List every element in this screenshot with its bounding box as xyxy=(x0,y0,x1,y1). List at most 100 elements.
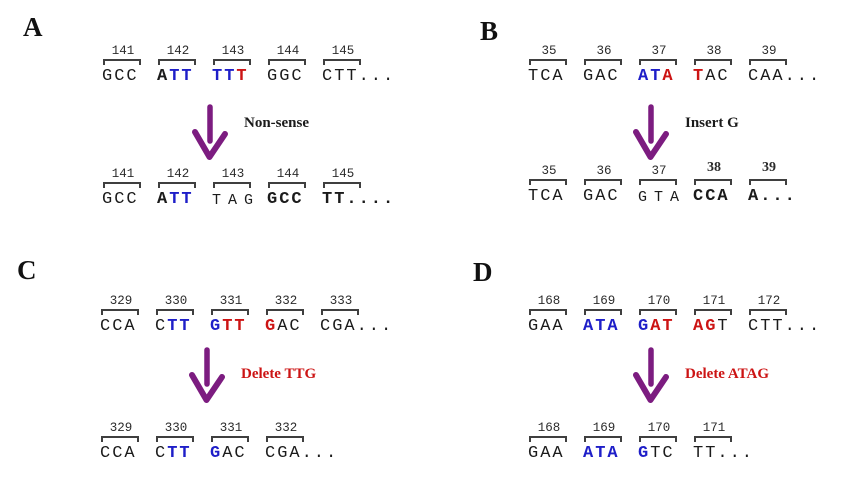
codon-bracket-icon xyxy=(639,309,677,315)
codon-bracket-icon xyxy=(694,309,732,315)
mutation-arrow-block: Delete ATAG xyxy=(629,347,769,407)
codon-bracket-icon xyxy=(749,179,787,185)
codon-sequence: ATA xyxy=(583,444,620,463)
codon-number: 331 xyxy=(219,421,243,435)
codon-number: 36 xyxy=(596,44,612,58)
codon-number: 143 xyxy=(221,44,245,58)
codon-number: 144 xyxy=(276,44,300,58)
codon-bracket-icon xyxy=(266,309,304,315)
codon-sequence: GGC xyxy=(267,67,304,86)
mutation-arrow-block: Insert G xyxy=(629,104,739,164)
codon-number: 37 xyxy=(651,44,667,58)
codon-sequence: GAC xyxy=(583,187,620,206)
down-arrow-icon xyxy=(633,347,669,403)
codon-sequence: GAC xyxy=(265,317,302,336)
mutation-label: Insert G xyxy=(685,115,739,131)
codon-sequence: CGA... xyxy=(265,444,339,463)
codon-number: 331 xyxy=(219,294,243,308)
codon-sequence: TTT xyxy=(212,67,249,86)
down-arrow-icon xyxy=(189,347,225,403)
codon-number: 145 xyxy=(331,44,355,58)
codon-bracket-icon xyxy=(529,436,567,442)
codon-sequence: GAA xyxy=(528,444,565,463)
codon-bracket-icon xyxy=(103,182,141,188)
codon-number: 332 xyxy=(274,294,298,308)
codon-bracket-icon xyxy=(639,179,677,185)
codon-number: 329 xyxy=(109,294,133,308)
codon-number: 171 xyxy=(702,421,726,435)
codon-bracket-icon xyxy=(158,182,196,188)
codon-number: 330 xyxy=(164,421,188,435)
codon-number: 332 xyxy=(274,421,298,435)
codon-sequence: TAG xyxy=(212,192,261,209)
codon-sequence: GAA xyxy=(528,317,565,336)
codon-sequence: GCC xyxy=(102,67,139,86)
codon-number: 141 xyxy=(111,44,135,58)
codon-number: 172 xyxy=(757,294,781,308)
codon-bracket-icon xyxy=(529,309,567,315)
codon-number: 143 xyxy=(221,167,245,181)
codon-bracket-icon xyxy=(584,436,622,442)
codon-bracket-icon xyxy=(323,59,361,65)
codon-bracket-icon xyxy=(694,179,732,185)
panel-label: A xyxy=(23,12,43,42)
codon-sequence: CTT... xyxy=(748,317,822,336)
codon-bracket-icon xyxy=(103,59,141,65)
codon-sequence: CAA... xyxy=(748,67,822,86)
mutation-label: Delete ATAG xyxy=(685,366,770,382)
codon-bracket-icon xyxy=(749,309,787,315)
codon-number: 38 xyxy=(707,160,721,175)
codon-bracket-icon xyxy=(211,436,249,442)
codon-number: 171 xyxy=(702,294,726,308)
codon-sequence: GCC xyxy=(267,190,304,209)
codon-sequence: GAC xyxy=(583,67,620,86)
codon-sequence: TT.... xyxy=(322,190,396,209)
mutation-arrow-block: Delete TTG xyxy=(185,347,316,407)
codon-bracket-icon xyxy=(639,59,677,65)
panel-label: C xyxy=(17,255,37,285)
codon-number: 329 xyxy=(109,421,133,435)
codon-number: 333 xyxy=(329,294,353,308)
codon-sequence: A... xyxy=(748,187,797,206)
codon-bracket-icon xyxy=(584,179,622,185)
codon-number: 35 xyxy=(541,44,557,58)
codon-number: 170 xyxy=(647,294,671,308)
codon-sequence: GTC xyxy=(638,444,675,463)
codon-sequence: CTT xyxy=(155,444,192,463)
codon-sequence: CCA xyxy=(100,444,137,463)
codon-sequence: CCA xyxy=(100,317,137,336)
codon-bracket-icon xyxy=(749,59,787,65)
codon-bracket-icon xyxy=(694,59,732,65)
mutation-label: Non-sense xyxy=(244,115,310,131)
